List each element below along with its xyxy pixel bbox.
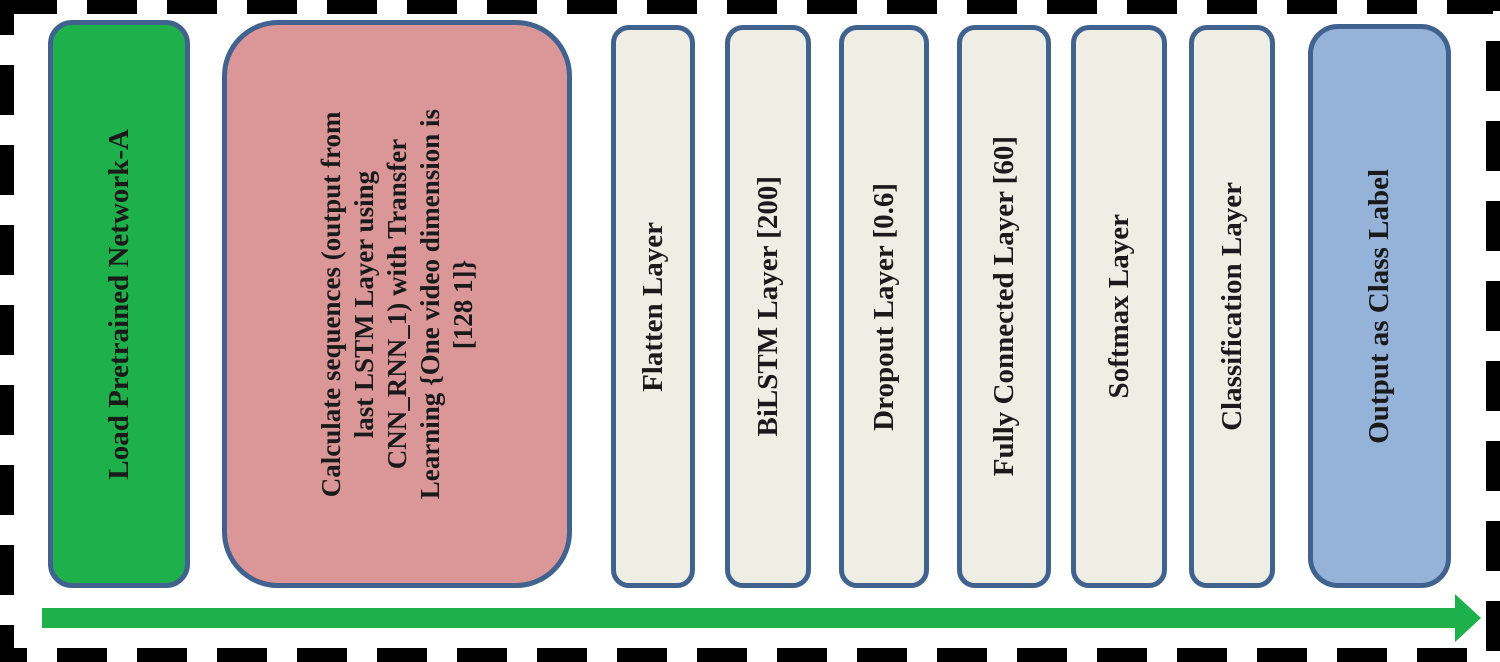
stage-bilstm-layer: BiLSTM Layer [200]: [725, 25, 811, 588]
stage-calculate-sequences: Calculate sequences (output from last LS…: [222, 20, 572, 588]
stage-classification-layer: Classification Layer: [1189, 25, 1275, 588]
stage-output-class-label: Output as Class Label: [1308, 24, 1451, 588]
stage-dropout-layer: Dropout Layer [0.6]: [839, 25, 929, 588]
stage-softmax-layer: Softmax Layer: [1071, 25, 1167, 588]
stage-flatten-layer: Flatten Layer: [611, 25, 695, 588]
stage-load-network: Load Pretrained Network-A: [48, 20, 190, 588]
stage-fully-connected-layer: Fully Connected Layer [60]: [957, 25, 1051, 588]
